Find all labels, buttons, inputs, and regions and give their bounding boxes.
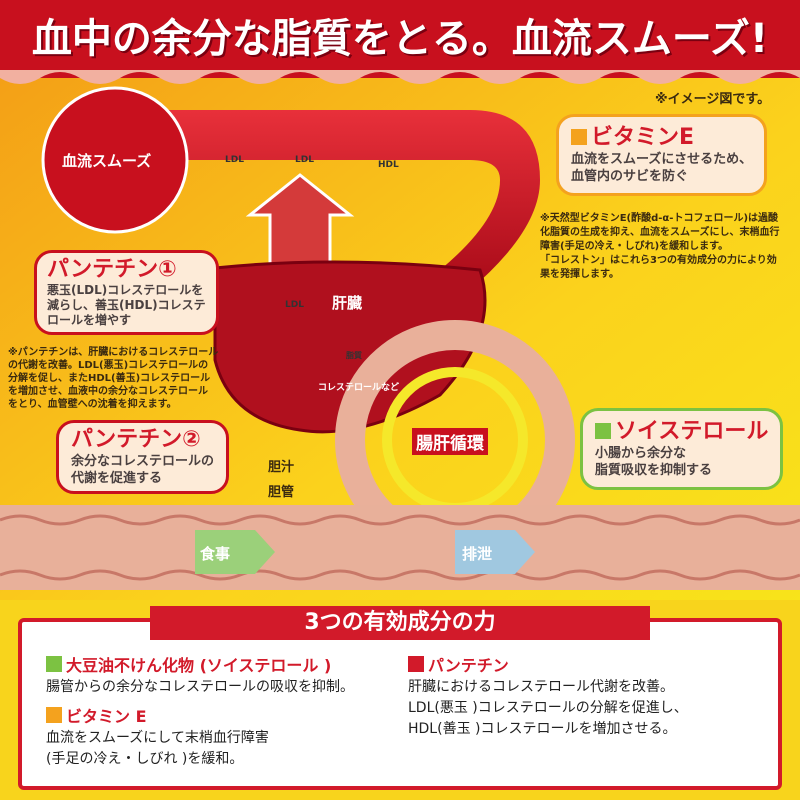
pantethine-note: ※パンテチンは、肝臓におけるコレステロールの代謝を改善。LDL(悪玉)コレステロ… [8, 346, 218, 411]
item-heading: 大豆油不けん化物 (ソイステロール ) [66, 656, 332, 675]
item-text: 腸管からの余分なコレステロールの吸収を抑制。 [46, 679, 354, 695]
summary-heading: 3つの有効成分の力 [150, 606, 650, 640]
item-text: (手足の冷え・しびれ )を緩和。 [46, 751, 244, 767]
banner-wave [0, 70, 800, 84]
intestine [0, 505, 800, 590]
summary-left: 大豆油不けん化物 (ソイステロール ) 腸管からの余分なコレステロールの吸収を抑… [46, 655, 406, 770]
blood-flow-label: 血流スムーズ [62, 152, 152, 170]
page-title: 血中の余分な脂質をとる。血流スムーズ! [31, 16, 769, 62]
note-line: 分解を促し、またHDL(善玉)コレステロール [8, 373, 211, 384]
soysterol-bubble: ソイステロール 小腸から余分な 脂質吸収を抑制する [580, 408, 784, 490]
orange-square-icon [46, 707, 62, 723]
item-text: 肝臓におけるコレステロール代謝を改善。 [408, 679, 674, 695]
cholesterol-label: コレステロールなど [318, 383, 400, 393]
image-note: ※イメージ図です。 [655, 92, 771, 107]
ldl-particle: LDL [295, 155, 314, 165]
soysterol-heading: ソイステロール [615, 419, 769, 444]
text-line: 血管内のサビを防ぐ [571, 169, 689, 184]
lipid-particle: 脂質 [346, 351, 362, 360]
hdl-particle: HDL [378, 160, 399, 170]
pantethine1-bubble: パンテチン① 悪玉(LDL)コレステロールを 減らし、善玉(HDL)コレステ ロ… [34, 250, 219, 335]
note-line: をとり、血管壁への沈着を抑えます。 [8, 399, 177, 410]
green-square-icon [595, 423, 611, 439]
text-line: 悪玉(LDL)コレステロールを [47, 283, 204, 297]
liver-label: 肝臓 [332, 294, 363, 312]
bile-label: 胆汁 [268, 460, 295, 475]
text-line: 余分なコレステロールの [71, 454, 215, 469]
intestine-wall [0, 569, 800, 581]
vitamin-e-heading: ビタミンE [591, 125, 695, 150]
item-text: HDL(善玉 )コレステロールを増加させる。 [408, 721, 677, 737]
ldl-particle: LDL [225, 155, 244, 165]
note-line: 障害(手足の冷え・しびれ)を緩和します。 [540, 241, 729, 252]
pantethine2-bubble: パンテチン② 余分なコレステロールの 代謝を促進する [56, 420, 230, 494]
text-line: 減らし、善玉(HDL)コレステ [47, 298, 206, 312]
note-line: ※天然型ビタミンE(酢酸d-α-トコフェロール)は過酸 [540, 213, 779, 224]
item-text: 血流をスムーズにして末梢血行障害 [46, 730, 269, 746]
pantethine1-heading: パンテチン① [47, 257, 177, 282]
intestine-wall [0, 514, 800, 526]
excretion-arrow [455, 530, 535, 574]
meal-arrow [195, 530, 275, 574]
bile-duct-label: 胆管 [268, 485, 295, 500]
cycle-label: 腸肝循環 [412, 428, 488, 455]
note-line: ※パンテチンは、肝臓におけるコレステロール [8, 347, 219, 358]
green-square-icon [46, 656, 62, 672]
note-line: を増加させ、血液中の余分なコレステロール [8, 386, 208, 397]
ldl-particle: LDL [285, 300, 304, 310]
excretion-label: 排泄 [462, 545, 493, 563]
vitamin-e-note: ※天然型ビタミンE(酢酸d-α-トコフェロール)は過酸化脂質の生成を抑え、血流を… [540, 212, 780, 282]
item-heading: ビタミン E [66, 707, 147, 726]
note-line: 「コレストン」はこれら3つの有効成分の力により効 [540, 255, 777, 266]
text-line: 代謝を促進する [71, 471, 163, 486]
red-square-icon [408, 656, 424, 672]
summary-right: パンテチン 肝臓におけるコレステロール代謝を改善。 LDL(悪玉 )コレステロー… [408, 655, 768, 740]
orange-square-icon [571, 129, 587, 145]
text-line: 小腸から余分な [595, 446, 687, 461]
vitamin-e-bubble: ビタミンE 血流をスムーズにさせるため、 血管内のサビを防ぐ [556, 114, 768, 196]
note-line: 果を発揮します。 [540, 269, 619, 280]
text-line: 血流をスムーズにさせるため、 [571, 152, 753, 167]
note-line: の代謝を改善。LDL(悪玉)コレステロールの [8, 360, 209, 371]
text-line: 脂質吸収を抑制する [595, 463, 713, 478]
liver [213, 260, 487, 434]
text-line: ロールを増やす [47, 313, 132, 327]
meal-label: 食事 [200, 545, 231, 563]
pantethine2-heading: パンテチン② [71, 427, 201, 452]
item-heading: パンテチン [428, 656, 509, 675]
note-line: 化脂質の生成を抑え、血流をスムーズにし、末梢血行 [540, 227, 780, 238]
vessel-cross-section [41, 86, 189, 234]
blood-vessel [110, 110, 540, 290]
title-banner [0, 0, 800, 78]
item-text: LDL(悪玉 )コレステロールの分解を促進し、 [408, 700, 688, 716]
